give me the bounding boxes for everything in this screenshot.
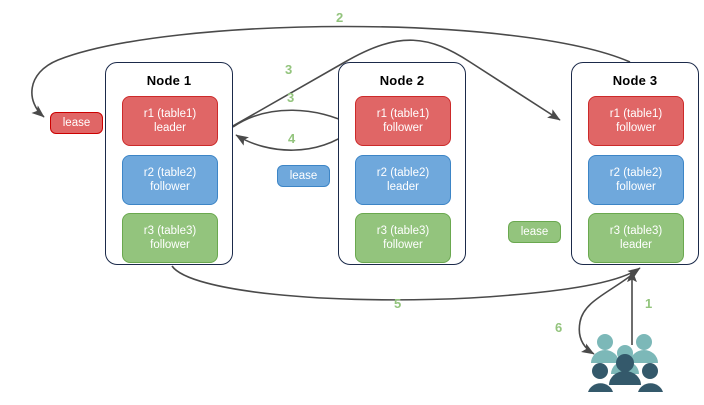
- node-title: Node 1: [146, 73, 192, 88]
- replica-node2-r1[interactable]: r1 (table1) follower: [355, 96, 451, 146]
- replica-name: r2 (table2): [376, 167, 430, 179]
- replica-name: r1 (table1): [376, 108, 430, 120]
- replica-role: follower: [150, 239, 190, 251]
- arrow-step-5: [171, 265, 641, 301]
- replica-name: r2 (table2): [143, 167, 197, 179]
- replica-role: follower: [616, 181, 656, 193]
- replica-role: leader: [620, 239, 652, 251]
- arrow-step-3-to-node2: [232, 109, 353, 128]
- replica-role: leader: [387, 181, 419, 193]
- step-label-3a: 3: [285, 62, 293, 77]
- replica-role: follower: [616, 122, 656, 134]
- lease-badge-r1[interactable]: lease: [50, 112, 103, 134]
- node-container-node3[interactable]: Node 3 r1 (table1) follower r2 (table2) …: [571, 62, 699, 265]
- lease-badge-r2[interactable]: lease: [277, 165, 330, 187]
- replica-name: r1 (table1): [143, 108, 197, 120]
- replica-node3-r3[interactable]: r3 (table3) leader: [588, 213, 684, 263]
- replica-role: follower: [150, 181, 190, 193]
- replica-node3-r1[interactable]: r1 (table1) follower: [588, 96, 684, 146]
- step-label-1: 1: [645, 296, 653, 311]
- step-label-2: 2: [336, 10, 344, 25]
- replica-name: r3 (table3): [609, 225, 663, 237]
- step-label-6: 6: [555, 320, 563, 335]
- lease-badge-r3[interactable]: lease: [508, 221, 561, 243]
- replica-name: r3 (table3): [376, 225, 430, 237]
- replica-node1-r2[interactable]: r2 (table2) follower: [122, 155, 218, 205]
- replica-role: follower: [383, 122, 423, 134]
- node-container-node1[interactable]: Node 1 r1 (table1) leader r2 (table2) fo…: [105, 62, 233, 265]
- people-group-icon: [588, 334, 663, 392]
- node-title: Node 3: [612, 73, 658, 88]
- replica-name: r3 (table3): [143, 225, 197, 237]
- replica-node3-r2[interactable]: r2 (table2) follower: [588, 155, 684, 205]
- replica-name: r1 (table1): [609, 108, 663, 120]
- replica-node1-r3[interactable]: r3 (table3) follower: [122, 213, 218, 263]
- node-container-node2[interactable]: Node 2 r1 (table1) follower r2 (table2) …: [338, 62, 466, 265]
- replica-role: follower: [383, 239, 423, 251]
- step-label-5: 5: [394, 296, 402, 311]
- replica-node2-r3[interactable]: r3 (table3) follower: [355, 213, 451, 263]
- replica-role: leader: [154, 122, 186, 134]
- node-title: Node 2: [379, 73, 425, 88]
- step-label-4: 4: [288, 131, 296, 146]
- step-label-3b: 3: [287, 90, 295, 105]
- replica-node2-r2[interactable]: r2 (table2) leader: [355, 155, 451, 205]
- replica-name: r2 (table2): [609, 167, 663, 179]
- replica-node1-r1[interactable]: r1 (table1) leader: [122, 96, 218, 146]
